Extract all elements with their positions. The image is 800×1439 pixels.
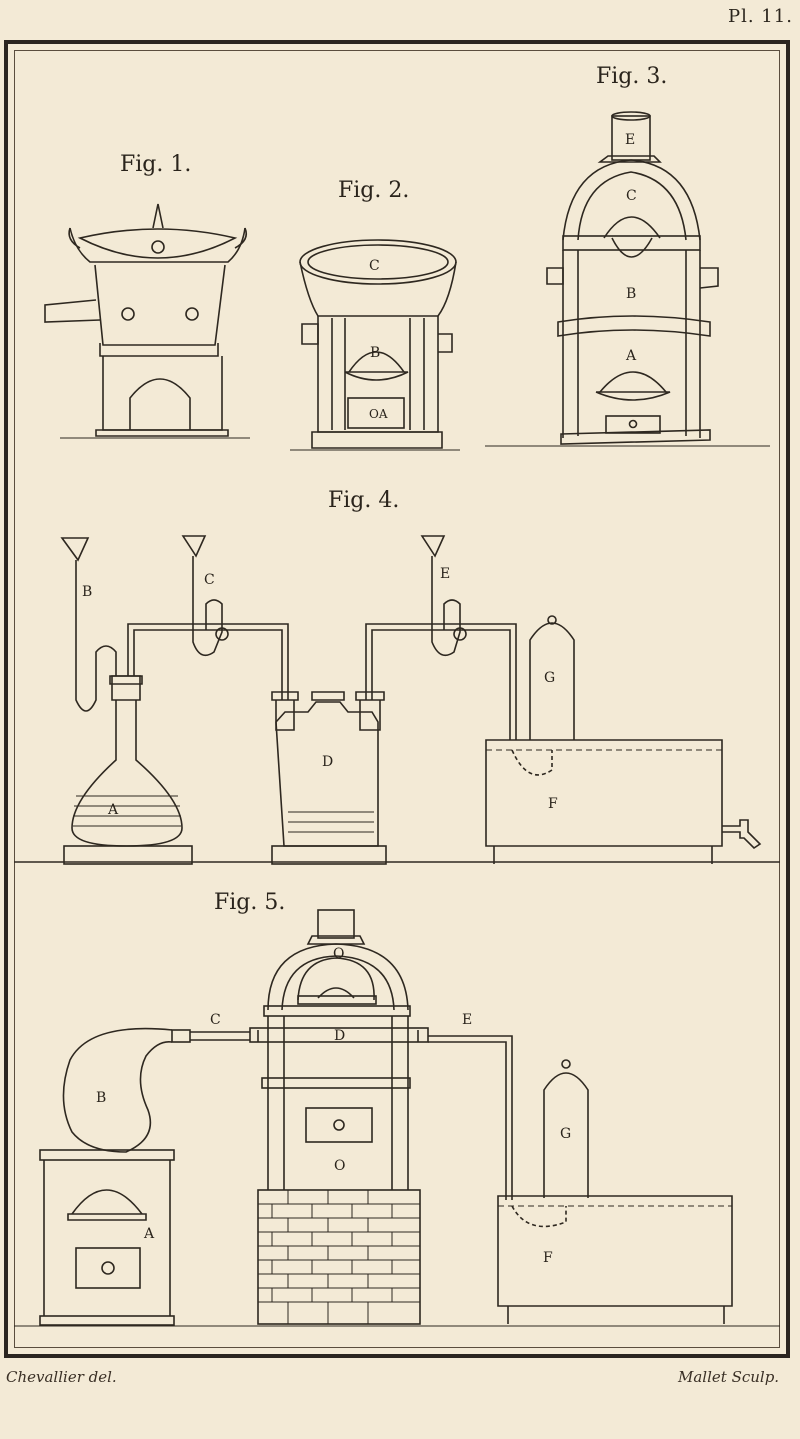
fig5-label-o-top: O xyxy=(333,946,345,962)
fig4-label-b: B xyxy=(82,584,93,600)
fig5-label-o-mid: O xyxy=(334,1158,346,1174)
fig4-label-g: G xyxy=(544,670,556,686)
fig5-label-f: F xyxy=(543,1250,553,1266)
fig5-title: Fig. 5. xyxy=(214,890,286,915)
fig4-label-f: F xyxy=(548,796,558,812)
fig2-furnace xyxy=(299,239,457,449)
fig3-title: Fig. 3. xyxy=(596,64,668,89)
plate-frame-inner xyxy=(14,50,780,1348)
fig1-furnace xyxy=(44,203,248,437)
fig3-furnace xyxy=(546,111,719,445)
fig3-label-b: B xyxy=(626,286,637,302)
fig5-label-g: G xyxy=(560,1126,572,1142)
fig5-label-a: A xyxy=(144,1226,155,1242)
fig5-label-c: C xyxy=(210,1012,221,1028)
fig1-title: Fig. 1. xyxy=(120,152,192,177)
fig4-label-c: C xyxy=(204,572,215,588)
fig2-label-b: B xyxy=(370,345,381,361)
credit-engraver: Mallet Sculp. xyxy=(678,1368,780,1386)
fig5-label-b: B xyxy=(96,1090,107,1106)
credit-draughtsman: Chevallier del. xyxy=(6,1368,117,1386)
fig5-apparatus xyxy=(14,909,780,1327)
fig4-apparatus xyxy=(60,535,762,865)
plate-number: Pl. 11. xyxy=(728,6,793,27)
fig4-title: Fig. 4. xyxy=(328,488,400,513)
fig2-label-c: C xyxy=(369,258,380,274)
fig5-label-e: E xyxy=(462,1012,473,1028)
fig3-label-a: A xyxy=(626,348,637,364)
fig2-title: Fig. 2. xyxy=(338,178,410,203)
fig3-label-c: C xyxy=(626,188,637,204)
fig4-label-e: E xyxy=(440,566,451,582)
plate-frame-outer xyxy=(4,40,790,1358)
fig4-label-d: D xyxy=(322,754,334,770)
fig3-label-e: E xyxy=(625,132,636,148)
fig5-label-d: D xyxy=(334,1028,346,1044)
fig4-label-a: A xyxy=(108,802,119,818)
fig2-label-a: OA xyxy=(369,407,388,421)
